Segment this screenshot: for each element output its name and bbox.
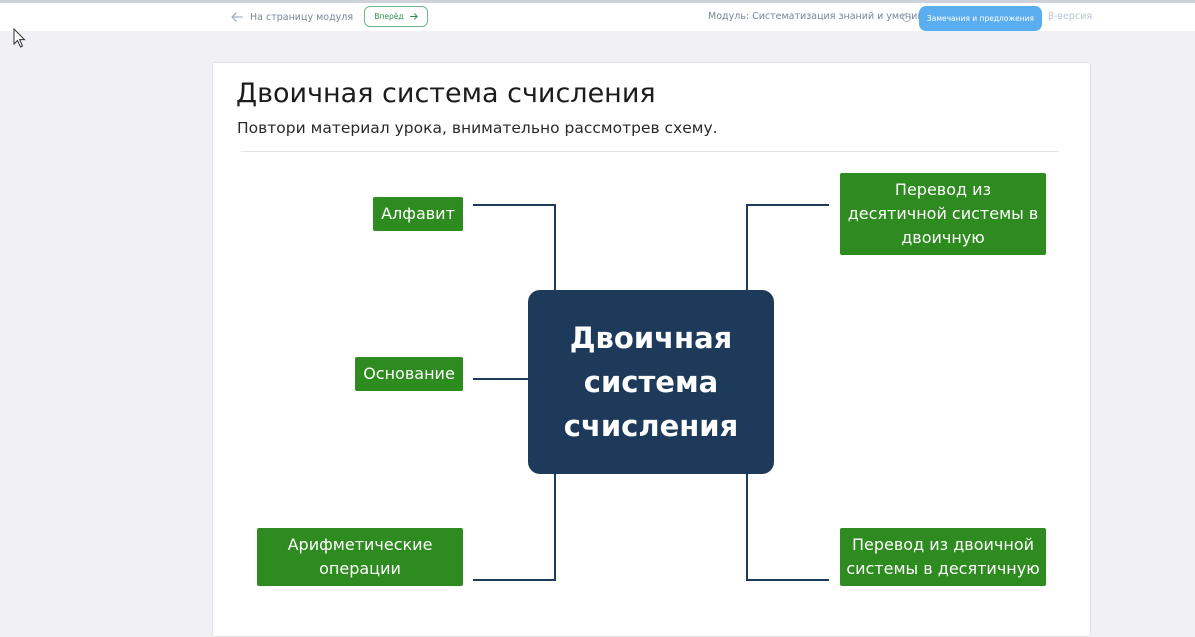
feedback-button[interactable]: Замечания и предложения xyxy=(919,6,1042,31)
node-base: Основание xyxy=(355,357,463,391)
forward-button[interactable]: Вперёд xyxy=(364,6,428,27)
node-arithmetic-operations: Арифметические операции xyxy=(257,528,463,586)
title-divider xyxy=(241,151,1059,152)
connector-alphabet xyxy=(473,204,556,290)
page-subtitle: Повтори материал урока, внимательно расс… xyxy=(237,119,718,137)
back-to-module-link[interactable]: На страницу модуля xyxy=(231,9,353,25)
connector-arithmetic xyxy=(473,474,556,581)
back-link-label: На страницу модуля xyxy=(250,11,354,23)
arrow-right-icon xyxy=(409,13,418,20)
mouse-pointer-icon xyxy=(13,28,26,48)
module-name: Модуль: Систематизация знаний и умений xyxy=(708,11,924,22)
connector-bin-to-dec xyxy=(746,474,829,581)
node-decimal-to-binary: Перевод из десятичной системы в двоичную xyxy=(840,173,1046,255)
beta-version-link[interactable]: β-версия xyxy=(1048,11,1093,22)
page-title: Двоичная система счисления xyxy=(236,78,656,109)
forward-button-label: Вперёд xyxy=(374,12,404,21)
top-navigation-bar: На страницу модуля Вперёд Модуль: Систем… xyxy=(0,0,1195,31)
diagram-center-node: Двоичная система счисления xyxy=(528,290,774,474)
node-alphabet: Алфавит xyxy=(373,197,463,231)
arrow-left-icon xyxy=(231,12,243,22)
info-icon[interactable]: i xyxy=(902,13,911,22)
node-binary-to-decimal: Перевод из двоичной системы в десятичную xyxy=(840,528,1046,586)
connector-dec-to-bin xyxy=(746,204,829,290)
